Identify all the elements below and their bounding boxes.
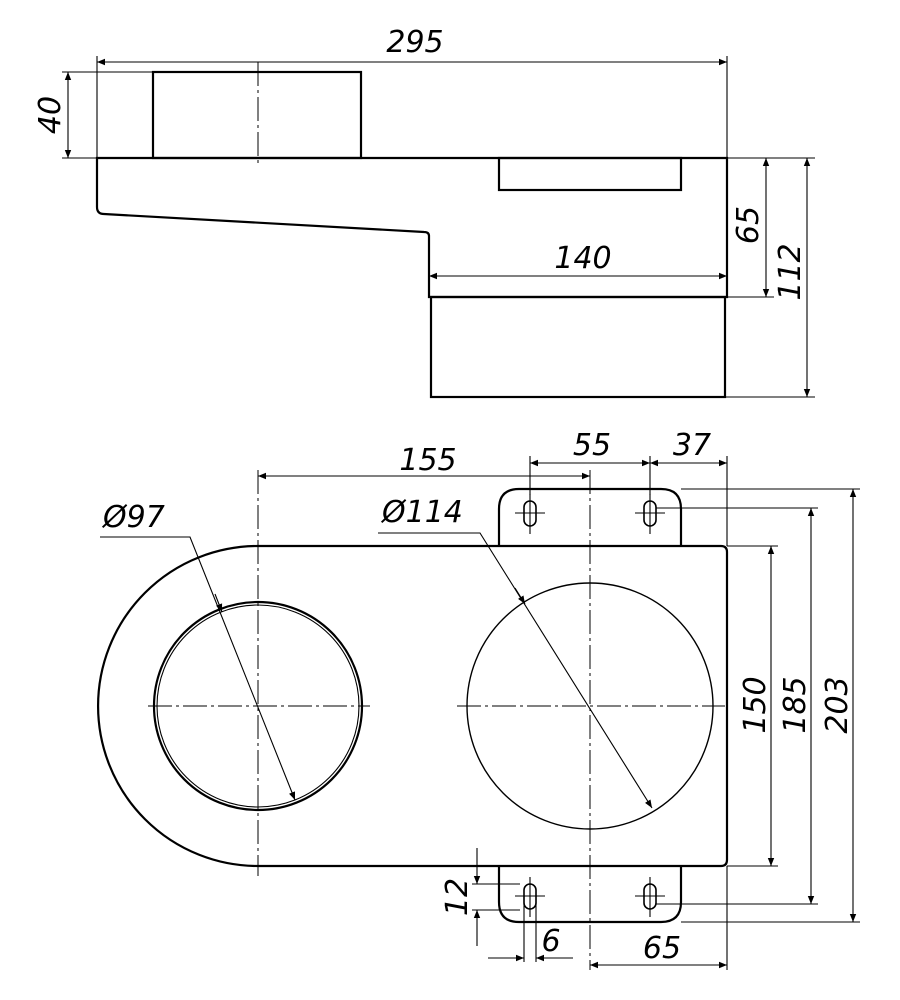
dim-slot-width: 6 [541,924,560,959]
dim-body-height: 65 [731,206,766,244]
top-view: 295 40 140 65 112 [33,25,815,399]
mounting-slots [515,494,665,917]
body-side [95,156,729,299]
dim-width-total: 295 [386,25,443,60]
dim-cylinder-height: 40 [33,96,68,134]
dim-slot-to-edge: 65 [643,931,681,966]
plate-outline [96,544,729,868]
dim-center-distance: 155 [399,443,456,478]
dim-slot-spacing: 55 [573,428,611,463]
dim-dia-right: Ø114 [380,495,463,530]
dim-overall: 203 [820,676,855,733]
slot-recess [497,156,683,192]
top-cylinder [151,70,363,160]
dim-slot-offset: 37 [673,428,711,463]
plan-view: Ø97 Ø114 155 55 37 150 185 203 12 6 65 [96,428,860,970]
dim-body-height: 150 [738,676,773,733]
dim-dia-left: Ø97 [101,500,165,535]
dim-total-height: 112 [773,243,808,300]
dim-slot-length: 12 [440,878,475,916]
dim-lower-width: 140 [554,241,611,276]
dim-slot-centers: 185 [778,676,813,733]
lower-cylinder [429,295,727,399]
